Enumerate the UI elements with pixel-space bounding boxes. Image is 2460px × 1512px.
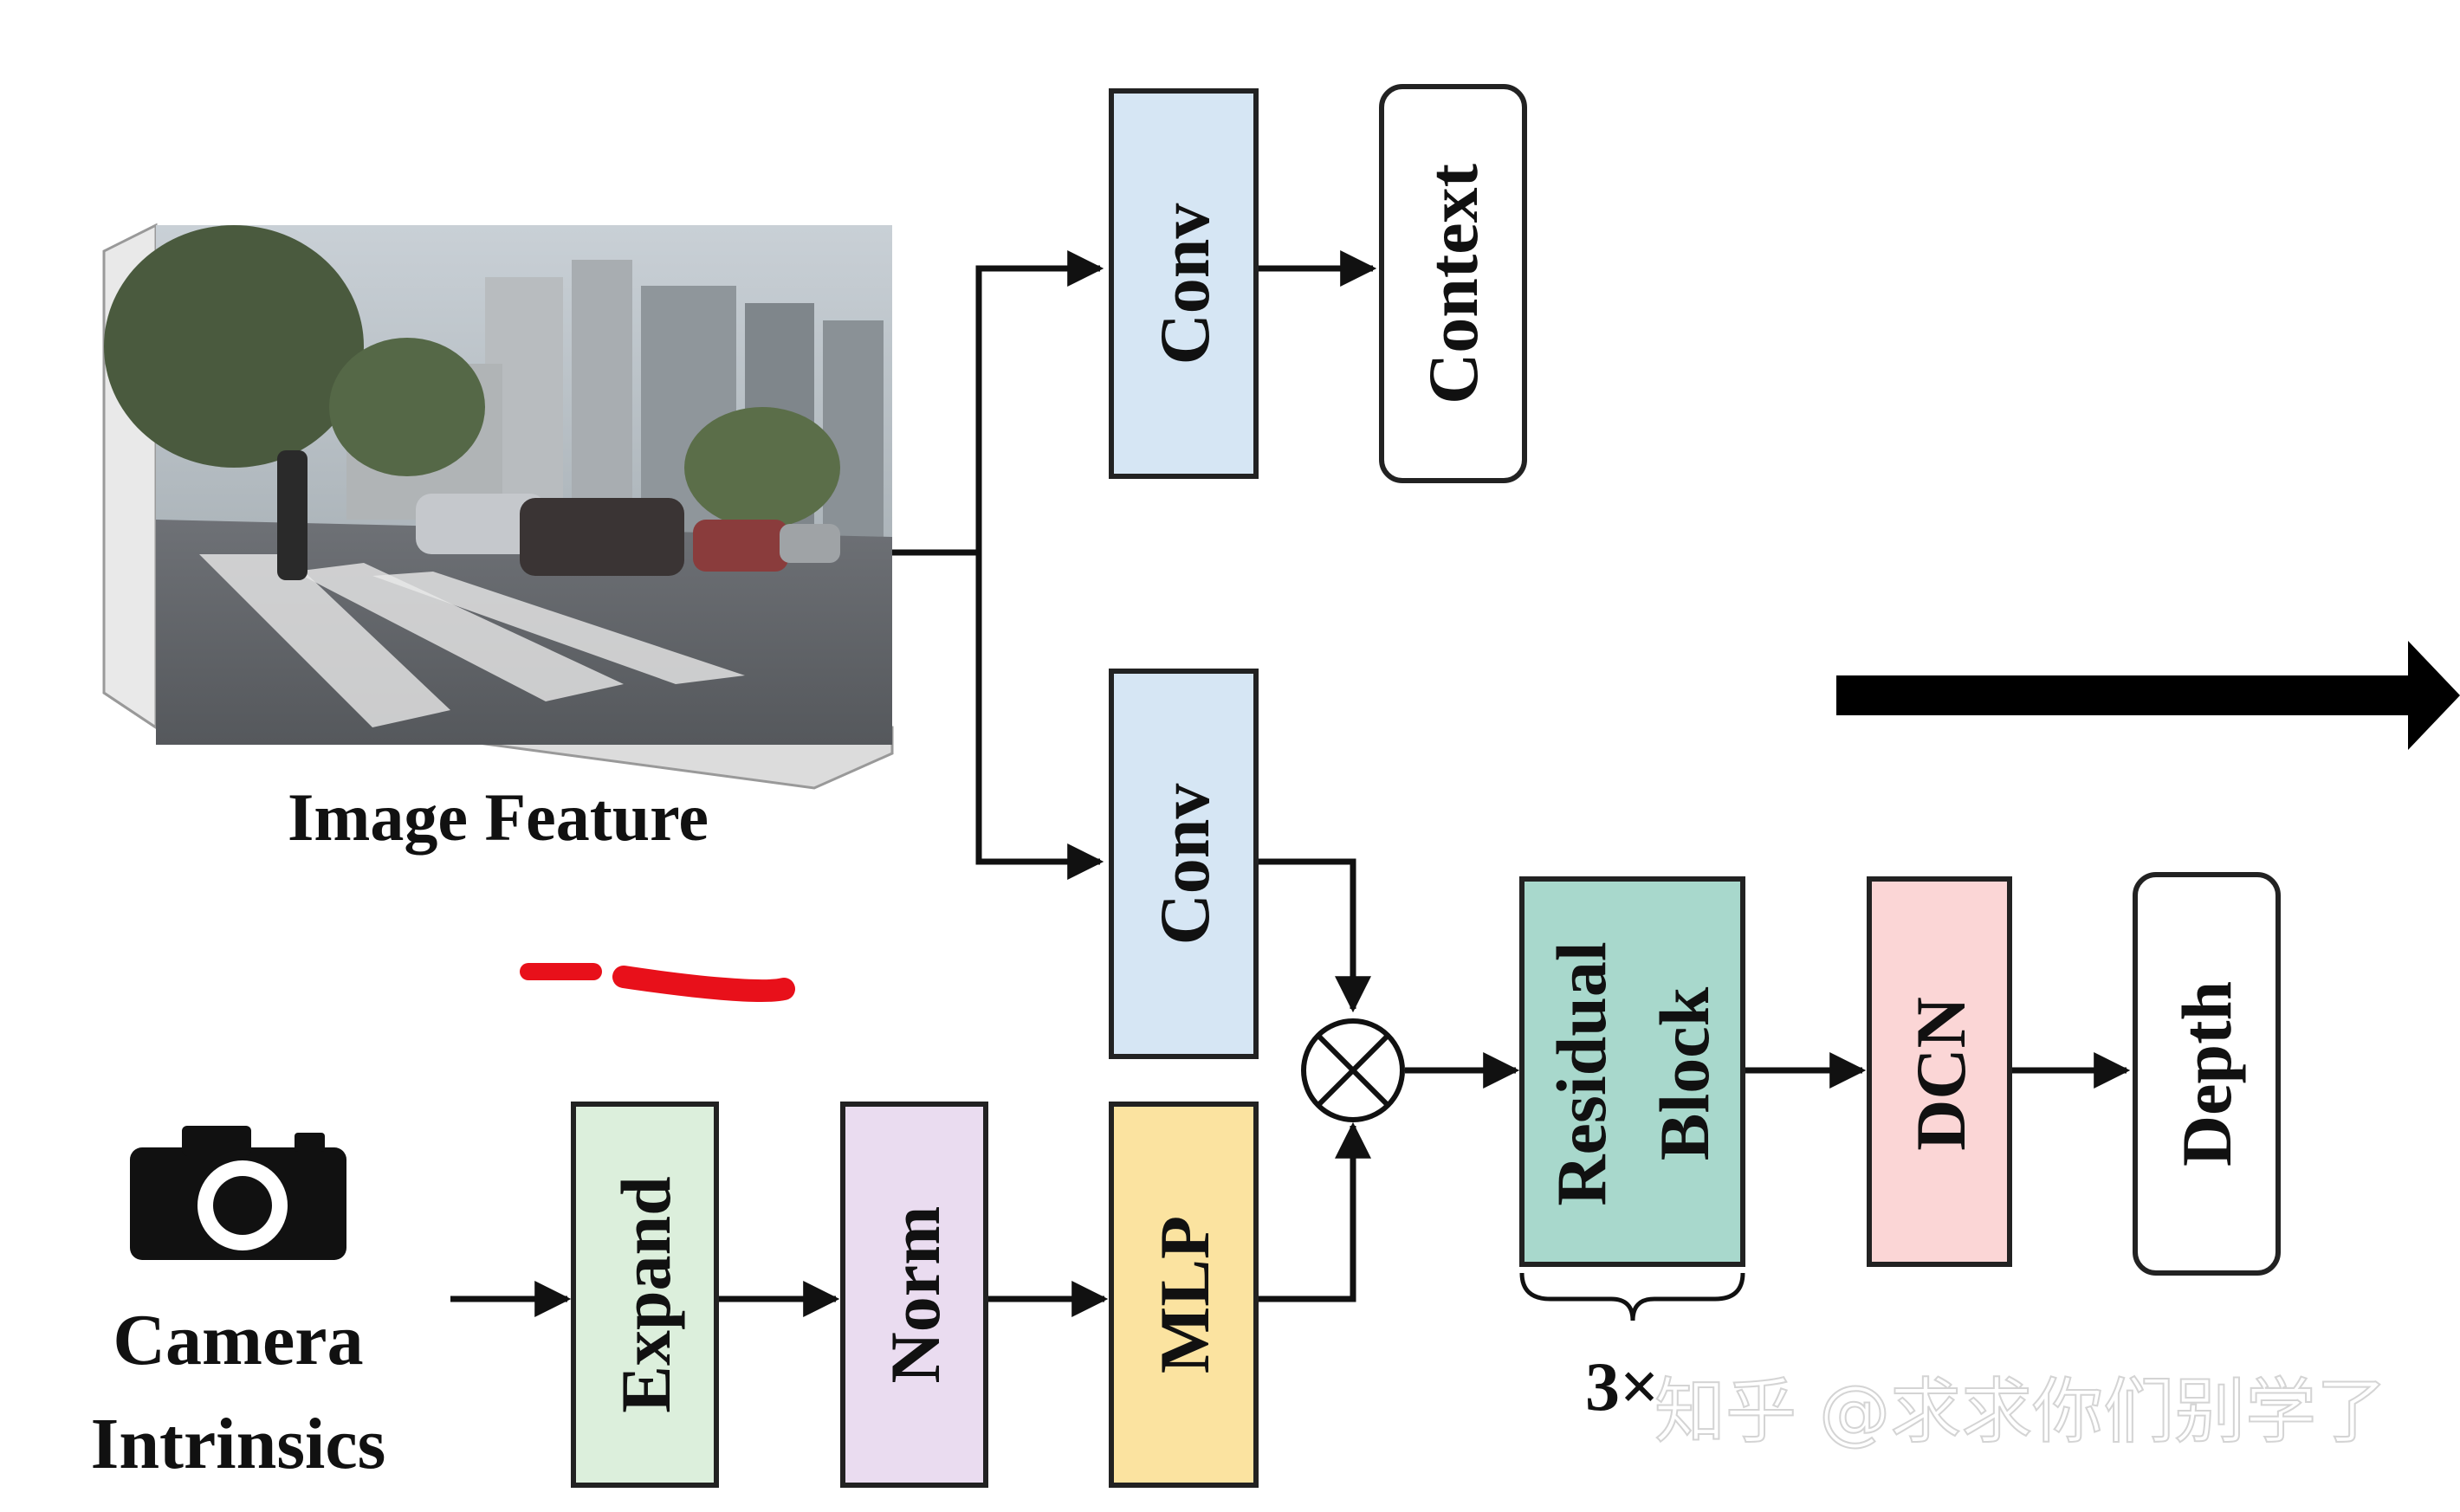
svg-text:Context: Context <box>1414 164 1492 404</box>
block-context: Context <box>1379 84 1527 483</box>
block-conv-mid: Conv <box>1109 669 1259 1059</box>
svg-text:Depth: Depth <box>2167 981 2246 1166</box>
camera-label-line1: Camera <box>113 1300 363 1380</box>
camera-label-line2: Intrinsics <box>91 1404 386 1484</box>
repeat-label: 3× <box>1585 1349 1660 1425</box>
arrow-split-to-conv-mid <box>975 552 1104 880</box>
image-feature-block <box>102 223 894 790</box>
svg-text:DCN: DCN <box>1901 997 1980 1151</box>
block-mlp: MLP <box>1109 1102 1259 1488</box>
svg-text:Residual: Residual <box>1542 941 1621 1205</box>
svg-text:Conv: Conv <box>1145 204 1224 365</box>
repeat-brace <box>1519 1272 1745 1321</box>
svg-text:Block: Block <box>1645 986 1724 1160</box>
conv-top-box <box>1109 88 1259 479</box>
block-norm: Norm <box>840 1102 988 1488</box>
arrow-mlp-to-mult <box>1256 1121 1371 1302</box>
red-annotation-mark <box>520 963 795 1003</box>
block-dcn: DCN <box>1867 876 2012 1267</box>
svg-text:Conv: Conv <box>1145 784 1224 946</box>
image-feature-label: Image Feature <box>288 779 709 855</box>
block-conv-top: Conv <box>1109 88 1259 479</box>
svg-text:MLP: MLP <box>1145 1216 1224 1373</box>
block-expand: Expand <box>571 1102 719 1488</box>
arrow-conv-mid-to-mult <box>1256 858 1371 1013</box>
connectors <box>450 250 2131 1317</box>
block-residual: Residual Block <box>1519 876 1745 1267</box>
block-depth: Depth <box>2133 872 2281 1276</box>
svg-text:Expand: Expand <box>606 1176 685 1413</box>
svg-text:Norm: Norm <box>876 1206 955 1384</box>
camera-icon <box>130 1126 346 1260</box>
street-scene-image <box>104 225 892 745</box>
watermark-text: 知乎 @求求你们别学了 <box>1654 1371 2387 1453</box>
big-arrow-icon <box>1836 641 2460 750</box>
multiply-operator <box>1301 1018 1405 1122</box>
arrow-split-to-conv-top <box>975 250 1104 552</box>
